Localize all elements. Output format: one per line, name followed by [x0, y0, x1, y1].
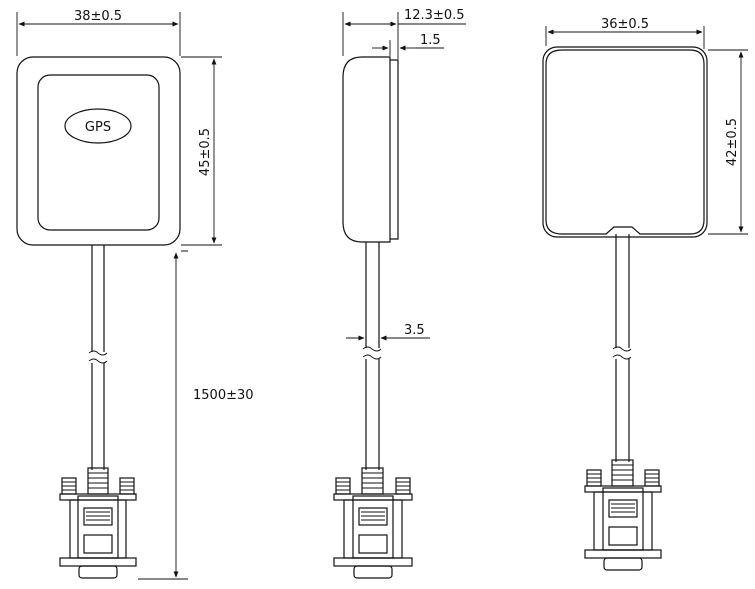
dim-front-width: 38±0.5 [16, 9, 181, 56]
dim-front-height: 45±0.5 [181, 56, 222, 246]
side-strain-relief [361, 467, 384, 495]
back-cable [612, 234, 632, 462]
svg-text:45±0.5: 45±0.5 [198, 128, 213, 176]
dim-cable-length: 1500±30 [138, 250, 254, 580]
front-housing-inner [37, 74, 160, 231]
dim-side-lip: 1.5 [372, 33, 444, 56]
svg-text:12.3±0.5: 12.3±0.5 [404, 8, 465, 23]
back-strain-relief [611, 459, 634, 487]
svg-text:1500±30: 1500±30 [193, 388, 254, 403]
side-housing [342, 56, 391, 243]
svg-text:36±0.5: 36±0.5 [601, 17, 649, 32]
front-view: GPS [16, 9, 254, 580]
svg-text:42±0.5: 42±0.5 [725, 118, 740, 166]
side-lip [390, 59, 399, 240]
dim-side-depth: 12.3±0.5 [342, 8, 466, 59]
gps-label: GPS [85, 120, 111, 135]
svg-text:3.5: 3.5 [404, 323, 425, 338]
front-cable [88, 245, 108, 470]
dim-cable-diameter: 3.5 [346, 323, 430, 341]
gps-label-oval [64, 108, 132, 144]
side-cable [362, 242, 382, 470]
back-view: 36±0.5 42±0.5 [542, 17, 748, 571]
dim-back-width: 36±0.5 [545, 17, 705, 49]
back-housing-outer [542, 46, 708, 238]
front-strain-relief [87, 467, 109, 495]
side-db9-connector [333, 477, 413, 579]
front-housing-outer [16, 56, 181, 246]
side-view: 12.3±0.5 1.5 3.5 [333, 8, 466, 579]
svg-text:1.5: 1.5 [420, 33, 441, 48]
svg-text:38±0.5: 38±0.5 [74, 9, 122, 24]
front-db9-connector [59, 477, 137, 579]
dim-back-height: 42±0.5 [708, 49, 748, 235]
back-housing-inner [545, 49, 705, 235]
back-db9-connector [584, 469, 662, 571]
